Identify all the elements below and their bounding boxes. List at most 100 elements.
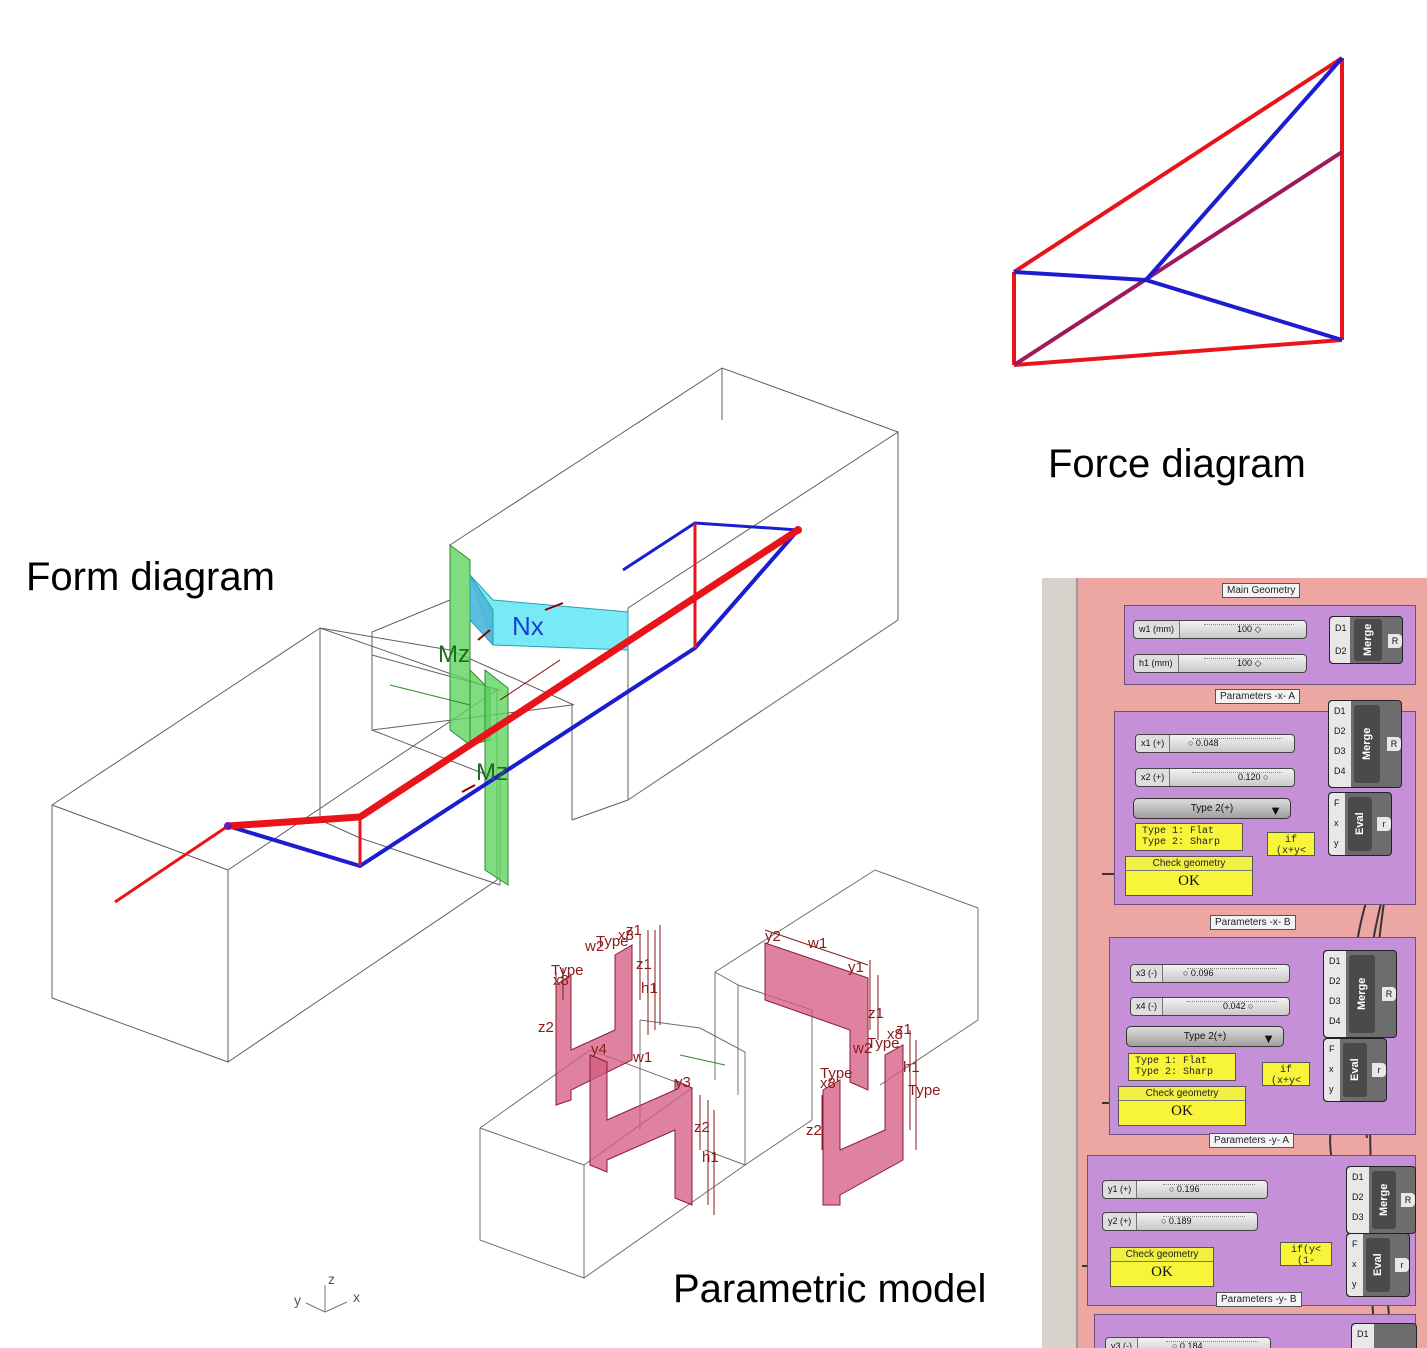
type-dropdown[interactable]: Type 2(+) ▼: [1133, 798, 1291, 819]
slider-label: y1 (+): [1103, 1181, 1138, 1198]
slider-x4[interactable]: x4 (-) 0.042 ○: [1130, 997, 1290, 1016]
param-label: x8: [887, 1026, 903, 1043]
input-y[interactable]: y: [1334, 838, 1339, 848]
eval-label: Eval: [1348, 797, 1372, 851]
input-d1[interactable]: D1: [1329, 956, 1341, 966]
output-r[interactable]: R: [1401, 1193, 1415, 1207]
slider-x2[interactable]: x2 (+) 0.120 ○: [1135, 768, 1295, 787]
input-d3[interactable]: D3: [1334, 746, 1346, 756]
merge-component[interactable]: D1 D2 D3 D4 Merge R: [1323, 950, 1397, 1038]
slider-y3[interactable]: y3 (-) ○ 0.184: [1105, 1337, 1271, 1348]
grasshopper-canvas[interactable]: Main Geometry w1 (mm) 100 ◇ h1 (mm) 100 …: [1042, 578, 1427, 1348]
slider-h1[interactable]: h1 (mm) 100 ◇: [1133, 654, 1307, 673]
merge-component[interactable]: D1: [1351, 1323, 1417, 1348]
input-d1[interactable]: D1: [1352, 1172, 1364, 1182]
slider-value: 0.042 ○: [1223, 1001, 1254, 1011]
param-label: y4: [591, 1041, 607, 1058]
param-panel-right-upper: [764, 942, 869, 1091]
right-box-top: [449, 367, 900, 609]
input-f[interactable]: F: [1352, 1239, 1358, 1249]
input-y[interactable]: y: [1352, 1279, 1357, 1289]
input-d3[interactable]: D3: [1329, 996, 1341, 1006]
group-params-y-b[interactable]: y3 (-) ○ 0.184 D1: [1094, 1314, 1417, 1348]
input-d2[interactable]: D2: [1334, 726, 1346, 736]
type-legend-panel: Type 1: Flat Type 2: Sharp: [1128, 1053, 1236, 1081]
slider-y2[interactable]: y2 (+) ○ 0.189: [1102, 1212, 1258, 1231]
slider-label: x4 (-): [1131, 998, 1163, 1015]
input-d2[interactable]: D2: [1335, 646, 1347, 656]
green-axis-line: [389, 684, 471, 706]
slider-w1[interactable]: w1 (mm) 100 ◇: [1133, 620, 1307, 639]
form-diagram-caption: Form diagram: [26, 555, 275, 599]
param-label: z1: [896, 1021, 912, 1038]
output-r[interactable]: r: [1377, 817, 1391, 831]
type-dropdown[interactable]: Type 2(+) ▼: [1126, 1026, 1284, 1047]
dropdown-value: Type 2(+): [1183, 1031, 1227, 1042]
slider-label: x1 (+): [1136, 735, 1171, 752]
param-label: z2: [538, 1019, 554, 1036]
nx-label: Nx: [512, 611, 544, 641]
input-x[interactable]: x: [1334, 818, 1339, 828]
force-diagram: [1012, 56, 1344, 367]
compression-line-bottom: [227, 528, 800, 869]
slider-value: ○ 0.196: [1169, 1184, 1200, 1194]
input-d2[interactable]: D2: [1352, 1192, 1364, 1202]
merge-label: Merge: [1349, 955, 1375, 1033]
group-params-x-a[interactable]: x1 (+) ○ 0.048 x2 (+) 0.120 ○ Type 2(+) …: [1114, 700, 1416, 905]
force-blue-a: [1013, 270, 1147, 282]
input-d2[interactable]: D2: [1329, 976, 1341, 986]
input-d4[interactable]: D4: [1334, 766, 1346, 776]
expression-panel: if (x+y<: [1267, 832, 1315, 856]
eval-label: Eval: [1343, 1043, 1367, 1097]
group-main-geometry[interactable]: w1 (mm) 100 ◇ h1 (mm) 100 ◇ D1 D2 Merge …: [1124, 605, 1416, 685]
merge-component[interactable]: D1 D2 D3 Merge R: [1346, 1166, 1416, 1234]
input-d1[interactable]: D1: [1357, 1329, 1369, 1339]
eval-component[interactable]: F x y Eval r: [1328, 792, 1392, 856]
slider-value: ○ 0.048: [1188, 738, 1219, 748]
slider-y1[interactable]: y1 (+) ○ 0.196: [1102, 1180, 1268, 1199]
input-f[interactable]: F: [1334, 798, 1340, 808]
input-x[interactable]: x: [1329, 1064, 1334, 1074]
dropdown-arrow-icon: ▼: [1262, 1031, 1275, 1046]
output-r[interactable]: r: [1372, 1063, 1386, 1077]
slider-label: w1 (mm): [1134, 621, 1180, 638]
axis-z-label: z: [328, 1271, 335, 1287]
eval-component[interactable]: F x y Eval r: [1346, 1233, 1410, 1297]
output-r[interactable]: R: [1387, 737, 1401, 751]
slider-label: x2 (+): [1136, 769, 1171, 786]
param-left-box: [479, 1127, 585, 1279]
group-params-y-a[interactable]: y1 (+) ○ 0.196 y2 (+) ○ 0.189 if(y< (1- …: [1087, 1155, 1416, 1306]
input-f[interactable]: F: [1329, 1044, 1335, 1054]
check-value: OK: [1178, 873, 1200, 889]
input-d4[interactable]: D4: [1329, 1016, 1341, 1026]
output-r[interactable]: R: [1382, 987, 1396, 1001]
slider-x1[interactable]: x1 (+) ○ 0.048: [1135, 734, 1295, 753]
group-params-x-b[interactable]: x3 (-) ○ 0.096 x4 (-) 0.042 ○ Type 2(+) …: [1109, 937, 1416, 1135]
left-box-top: [51, 627, 499, 871]
param-label: Type: [867, 1035, 900, 1052]
param-label: z2: [694, 1119, 710, 1136]
param-label: w2: [852, 1040, 872, 1057]
output-r[interactable]: r: [1395, 1258, 1409, 1272]
left-box-edge2: [227, 879, 498, 1063]
slider-value: ○ 0.184: [1172, 1341, 1203, 1348]
input-x[interactable]: x: [1352, 1259, 1357, 1269]
input-y[interactable]: y: [1329, 1084, 1334, 1094]
input-d1[interactable]: D1: [1335, 623, 1347, 633]
input-d1[interactable]: D1: [1334, 706, 1346, 716]
check-geometry-panel: Check geometry OK: [1125, 856, 1253, 896]
parametric-model: Type x8 z2 w2 Type x8 z1 z1 h1 y4 w1 y3 …: [479, 869, 979, 1279]
eval-inputs: F x y: [1329, 793, 1345, 855]
force-diagonal-mixed: [1012, 150, 1344, 367]
eval-component[interactable]: F x y Eval r: [1323, 1038, 1387, 1102]
output-r[interactable]: R: [1388, 634, 1402, 648]
expression-panel: if(y< (1-: [1280, 1242, 1332, 1266]
merge-component[interactable]: D1 D2 D3 D4 Merge R: [1328, 700, 1402, 788]
param-right-box: [714, 869, 979, 1086]
merge-component[interactable]: D1 D2 Merge R: [1329, 616, 1403, 664]
slider-value: ○ 0.189: [1161, 1216, 1192, 1226]
slider-x3[interactable]: x3 (-) ○ 0.096: [1130, 964, 1290, 983]
param-left-box-edge: [583, 1164, 746, 1279]
param-label: y2: [765, 928, 781, 945]
input-d3[interactable]: D3: [1352, 1212, 1364, 1222]
